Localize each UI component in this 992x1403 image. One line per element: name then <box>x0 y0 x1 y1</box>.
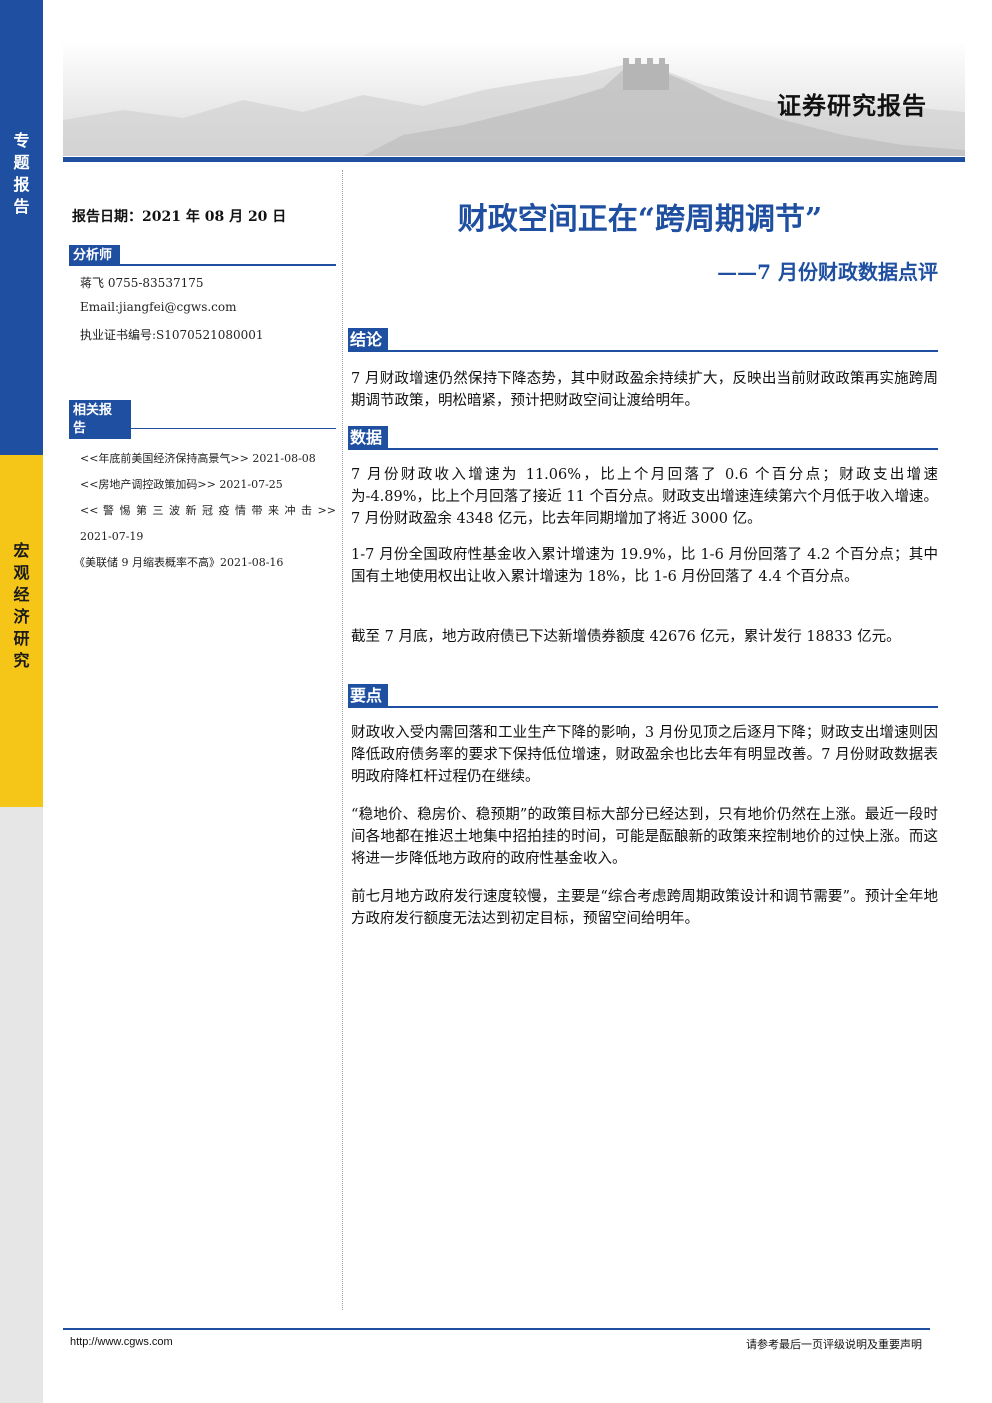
related-divider <box>80 428 336 429</box>
side-char: 专 <box>13 131 30 150</box>
report-subtitle: ——7 月份财政数据点评 <box>717 260 938 284</box>
side-char: 题 <box>13 153 30 172</box>
report-title: 财政空间正在“跨周期调节” <box>457 202 823 237</box>
analyst-license: 执业证书编号:S1070521080001 <box>80 328 264 342</box>
report-date: 报告日期：2021 年 08 月 20 日 <box>72 209 287 225</box>
analyst-email: Email:jiangfei@cgws.com <box>80 300 237 314</box>
related-section-label: 相关报告 <box>69 400 131 439</box>
section-label: 数据 <box>348 426 389 450</box>
key-points-paragraph: 财政收入受内需回落和工业生产下降的影响，3 月份见顶之后逐月下降；财政支出增速则… <box>351 725 938 785</box>
side-char: 报 <box>13 175 30 194</box>
side-char: 宏 <box>13 541 30 560</box>
great-wall-illustration <box>63 58 965 156</box>
section-label: 结论 <box>348 328 389 352</box>
side-strip-yellow <box>0 455 43 807</box>
side-char: 研 <box>13 629 30 648</box>
footer-url-link[interactable]: http://www.cgws.com <box>70 1336 173 1348</box>
footer-divider <box>63 1328 930 1330</box>
side-char: 究 <box>13 651 30 670</box>
side-char: 观 <box>13 563 30 582</box>
side-strip-blue <box>0 0 43 455</box>
related-report-link[interactable]: <<年底前美国经济保持高景气>> 2021-08-08 <box>80 452 316 465</box>
related-report-date: 2021-07-19 <box>80 530 144 543</box>
section-header-key-points: 要点 <box>348 684 938 708</box>
data-paragraph: 截至 7 月底，地方政府债已下达新增债券额度 42676 亿元，累计发行 188… <box>351 629 901 645</box>
side-label-report-type: 专 题 报 告 <box>0 130 43 218</box>
side-char: 经 <box>13 585 30 604</box>
section-header-data: 数据 <box>348 426 938 450</box>
header-divider <box>63 157 965 162</box>
analyst-section-header: 分析师 <box>69 244 336 266</box>
key-points-paragraph: 前七月地方政府发行速度较慢，主要是“综合考虑跨周期政策设计和调节需要”。预计全年… <box>351 889 938 927</box>
column-divider <box>342 170 343 1310</box>
data-paragraph: 7 月份财政收入增速为 11.06%，比上个月回落了 0.6 个百分点；财政支出… <box>351 467 938 527</box>
related-report-link[interactable]: 《美联储 9 月缩表概率不高》2021-08-16 <box>74 556 284 569</box>
section-header-conclusion: 结论 <box>348 328 938 352</box>
header-banner: 证券研究报告 <box>63 40 965 156</box>
footer-disclaimer: 请参考最后一页评级说明及重要声明 <box>746 1338 922 1351</box>
side-label-category: 宏 观 经 济 研 究 <box>0 540 43 672</box>
analyst-section-label: 分析师 <box>69 245 121 266</box>
key-points-paragraph: “稳地价、稳房价、稳预期”的政策目标大部分已经达到，只有地价仍然在上涨。最近一段… <box>351 807 938 867</box>
section-label: 要点 <box>348 684 389 708</box>
related-report-link[interactable]: <<房地产调控政策加码>> 2021-07-25 <box>80 478 283 491</box>
header-title: 证券研究报告 <box>777 91 927 120</box>
data-paragraph: 1-7 月份全国政府性基金收入累计增速为 19.9%，比 1-6 月份回落了 4… <box>351 547 938 585</box>
analyst-name-phone: 蒋飞 0755-83537175 <box>80 276 204 290</box>
side-strip-gray <box>0 807 43 1403</box>
related-report-link[interactable]: << 警 惕 第 三 波 新 冠 疫 情 带 来 冲 击 >> <box>80 504 336 517</box>
conclusion-paragraph: 7 月财政增速仍然保持下降态势，其中财政盈余持续扩大，反映出当前财政政策再实施跨… <box>351 371 938 409</box>
related-section-header: 相关报告 <box>69 400 131 439</box>
side-char: 告 <box>13 197 30 216</box>
side-char: 济 <box>13 607 30 626</box>
